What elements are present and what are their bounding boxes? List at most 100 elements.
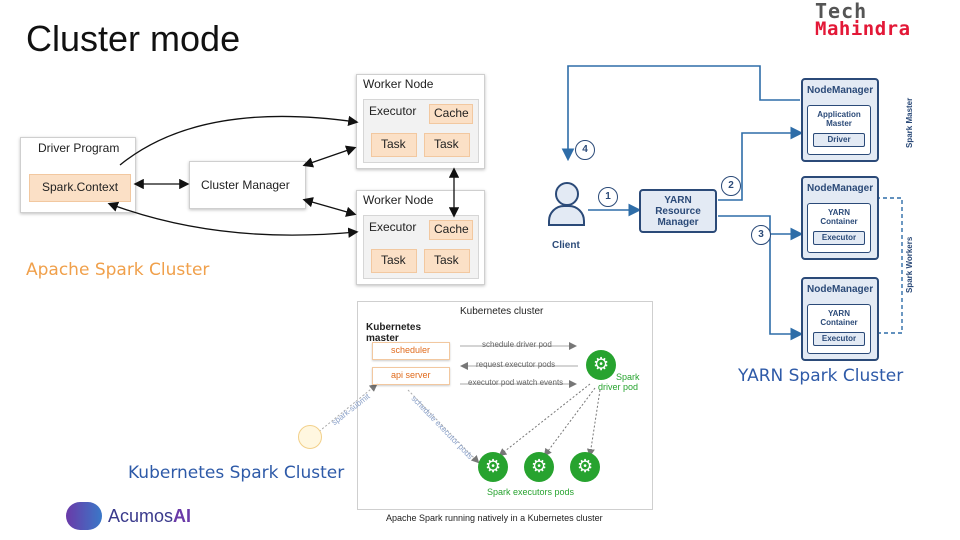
k8s-arrow-schedule-exec (407, 389, 480, 464)
nm3-executor-label: Executor (821, 334, 857, 343)
yarn-arrow-3b (769, 234, 804, 341)
worker-node-2-task-2: Task (424, 249, 470, 273)
k8s-cluster-title: Kubernetes cluster (460, 306, 544, 317)
worker-node-2-cache: Cache (429, 220, 473, 240)
worker-node-1-executor-label: Executor (369, 104, 417, 118)
acumos-brain-icon (66, 502, 102, 530)
gear-icon: ⚙ (577, 456, 594, 476)
nm2-executor-label: Executor (821, 233, 857, 242)
nm1-app-master: Application Master Driver (807, 105, 871, 155)
yarn-step-3: 3 (751, 225, 771, 245)
apache-driver-program-box: Driver Program Spark.Context (20, 137, 136, 213)
k8s-master-title: Kubernetes master (366, 322, 422, 344)
yarn-arrow-2 (718, 126, 804, 201)
arrow-cm-worker1 (302, 145, 357, 168)
nm1-am-line2: Master (826, 119, 852, 128)
nm2-container-line2: Container (820, 217, 858, 226)
nm3-executor: Executor (813, 332, 865, 346)
yarn-arrow-3a (718, 215, 804, 241)
nm1-driver-label: Driver (827, 135, 851, 144)
nm2-container: YARN Container Executor (807, 203, 871, 253)
arrow-driver-to-worker1 (119, 115, 359, 166)
yarn-step-4-label: 4 (582, 144, 588, 155)
yarn-resource-manager: YARN Resource Manager (639, 189, 717, 233)
k8s-arrow-label-request-exec: request executor pods (476, 360, 556, 369)
tech-mahindra-logo: Tech Mahindra (815, 0, 940, 40)
k8s-arrow-label-schedule-driver: schedule driver pod (482, 340, 552, 349)
k8s-arrow-driver-exec3 (586, 389, 601, 457)
logo-line2: Mahindra (815, 18, 911, 40)
worker-node-2-title: Worker Node (363, 193, 434, 207)
yarn-arrow-4 (561, 65, 800, 162)
k8s-exec-pod-3: ⚙ (570, 452, 600, 482)
k8s-arrow-label-watch: executor pod watch events (468, 378, 564, 387)
k8s-caption: Kubernetes Spark Cluster (128, 463, 345, 483)
k8s-driver-pod-label: Spark driver pod (598, 372, 640, 392)
k8s-arrow-submit (315, 383, 378, 435)
worker-node-2-executor-label: Executor (369, 220, 417, 234)
rm-line-2: Resource (655, 206, 701, 217)
yarn-step-1-label: 1 (605, 191, 611, 202)
driver-pod-line2: driver pod (598, 382, 639, 392)
worker-node-2-task-2-label: Task (434, 253, 459, 267)
worker-node-2-cache-label: Cache (434, 222, 469, 236)
cluster-manager-box: Cluster Manager (189, 161, 306, 209)
k8s-scheduler: scheduler (372, 342, 450, 360)
gear-icon: ⚙ (485, 456, 502, 476)
nm2-title: NodeManager (807, 183, 874, 194)
acumos-logo: AcumosAI (66, 500, 196, 532)
yarn-step-2: 2 (721, 176, 741, 196)
yarn-caption: YARN Spark Cluster (738, 366, 904, 386)
node-manager-3: NodeManager YARN Container Executor (801, 277, 879, 361)
node-manager-2: NodeManager YARN Container Executor (801, 176, 879, 260)
acumos-wordmark: AcumosAI (108, 506, 191, 527)
k8s-api-server-label: api server (391, 370, 431, 380)
k8s-arrow-driver-exec1 (498, 383, 591, 457)
yarn-step-3-label: 3 (758, 229, 764, 240)
k8s-exec-pod-1: ⚙ (478, 452, 508, 482)
worker-node-1-title: Worker Node (363, 77, 434, 91)
arrow-cm-worker2 (302, 197, 357, 217)
worker-node-1-task-1-label: Task (381, 137, 406, 151)
client-label: Client (552, 240, 580, 251)
k8s-api-server: api server (372, 367, 450, 385)
worker-node-1-cache-label: Cache (434, 106, 469, 120)
nm3-container-line1: YARN (828, 309, 850, 318)
gear-icon: ⚙ (593, 354, 610, 374)
nm1-title: NodeManager (807, 85, 874, 96)
worker-node-2: Worker Node Executor Cache Task Task (356, 190, 485, 285)
logo-line1: Tech (815, 0, 868, 23)
spark-context-label: Spark.Context (42, 180, 119, 194)
nm2-container-line1: YARN (828, 208, 850, 217)
worker-node-1-task-2: Task (424, 133, 470, 157)
acumos-text: Acumos (108, 506, 174, 526)
worker-node-1-task-2-label: Task (434, 137, 459, 151)
driver-pod-line1: Spark (616, 372, 640, 382)
nm3-container: YARN Container Executor (807, 304, 871, 354)
k8s-master-box: Kubernetes master scheduler api server (366, 322, 452, 392)
rm-line-1: YARN (664, 195, 692, 206)
client-icon (546, 182, 585, 238)
nm1-driver: Driver (813, 133, 865, 147)
worker-node-2-task-1: Task (371, 249, 417, 273)
k8s-exec-pod-2: ⚙ (524, 452, 554, 482)
cluster-manager-label: Cluster Manager (201, 178, 290, 192)
acumos-suffix: AI (173, 506, 192, 526)
yarn-dashed-bracket (876, 197, 903, 334)
slide-title: Cluster mode (26, 18, 241, 59)
spark-context-box: Spark.Context (29, 174, 131, 202)
k8s-arrow-driver-exec2 (543, 387, 596, 457)
arrow-driver-to-worker2 (107, 201, 359, 238)
nm1-am-line1: Application (817, 110, 861, 119)
node-manager-1: NodeManager Application Master Driver (801, 78, 879, 162)
yarn-step-4: 4 (575, 140, 595, 160)
k8s-scheduler-label: scheduler (391, 345, 431, 355)
driver-program-label: Driver Program (38, 141, 120, 155)
worker-node-2-task-1-label: Task (381, 253, 406, 267)
k8s-user-icon (298, 425, 322, 449)
yarn-step-1: 1 (598, 187, 618, 207)
yarn-step-2-label: 2 (728, 180, 734, 191)
nm3-title: NodeManager (807, 284, 874, 295)
nm2-executor: Executor (813, 231, 865, 245)
